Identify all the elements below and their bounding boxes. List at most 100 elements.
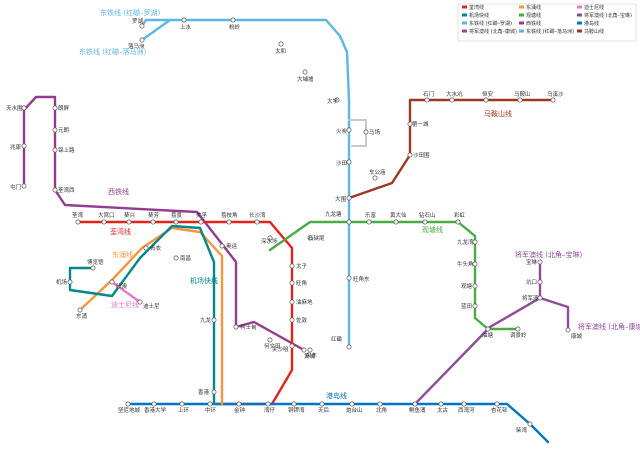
station-dot[interactable]	[211, 389, 217, 395]
station-dot[interactable]	[537, 259, 543, 265]
station-dot[interactable]	[346, 275, 352, 281]
station-label: 荃湾	[72, 211, 84, 219]
station-label: 大水坑	[446, 90, 463, 98]
station-dot[interactable]	[52, 187, 58, 193]
station-dot[interactable]	[137, 299, 143, 305]
station-dot[interactable]	[472, 239, 478, 245]
station-dot[interactable]	[90, 265, 96, 271]
station-dot[interactable]	[372, 175, 378, 181]
legend-label: 荃湾线	[469, 4, 484, 11]
station-dot[interactable]	[21, 105, 27, 111]
station-dot[interactable]	[254, 219, 260, 225]
station-dot[interactable]	[424, 97, 430, 103]
station-dot[interactable]	[233, 324, 239, 330]
station-dot[interactable]	[179, 401, 185, 407]
station-dot[interactable]	[291, 401, 297, 407]
station-dot[interactable]	[307, 235, 313, 241]
station-dot[interactable]	[139, 23, 145, 29]
station-dot[interactable]	[230, 17, 236, 23]
station-dot[interactable]	[550, 97, 556, 103]
station-dot[interactable]	[236, 401, 242, 407]
station-dot[interactable]	[77, 307, 83, 313]
station-label: 金钟	[234, 406, 246, 414]
legend-label: 东铁线 (红磡–罗湖)	[469, 20, 512, 27]
station-dot[interactable]	[377, 401, 383, 407]
station-dot[interactable]	[346, 344, 352, 350]
station-dot[interactable]	[289, 280, 295, 286]
station-dot[interactable]	[278, 41, 284, 47]
station-dot[interactable]	[139, 37, 145, 43]
station-dot[interactable]	[412, 401, 418, 407]
station-label: 美孚	[196, 211, 208, 219]
station-dot[interactable]	[565, 327, 571, 333]
station-dot[interactable]	[267, 337, 273, 343]
station-dot[interactable]	[349, 401, 355, 407]
station-label: 何文田	[264, 342, 281, 350]
station-dot[interactable]	[472, 283, 478, 289]
station-dot[interactable]	[472, 303, 478, 309]
station-dot[interactable]	[143, 245, 149, 251]
station-dot[interactable]	[438, 401, 444, 407]
station-dot[interactable]	[422, 219, 428, 225]
station-dot[interactable]	[346, 127, 352, 133]
station-dot[interactable]	[449, 97, 455, 103]
station-dot[interactable]	[515, 326, 521, 332]
station-dot[interactable]	[211, 317, 217, 323]
station-dot[interactable]	[301, 347, 307, 353]
station-dot[interactable]	[52, 127, 58, 133]
station-dot[interactable]	[267, 235, 273, 241]
station-label: 炮台山	[346, 406, 363, 414]
station-dot[interactable]	[407, 121, 413, 127]
station-dot[interactable]	[407, 152, 413, 158]
station-dot[interactable]	[173, 219, 179, 225]
station-dot[interactable]	[21, 183, 27, 189]
station-dot[interactable]	[319, 401, 325, 407]
station-dot[interactable]	[67, 279, 73, 285]
station-dot[interactable]	[302, 69, 308, 75]
station-dot[interactable]	[363, 129, 369, 135]
station-dot[interactable]	[393, 219, 399, 225]
station-dot[interactable]	[537, 295, 543, 301]
station-dot[interactable]	[109, 279, 115, 285]
station-dot[interactable]	[52, 105, 58, 111]
station-dot[interactable]	[366, 219, 372, 225]
station-label: 深水埗	[261, 237, 278, 245]
station-dot[interactable]	[517, 97, 523, 103]
station-dot[interactable]	[265, 401, 271, 407]
station-dot[interactable]	[21, 143, 27, 149]
station-dot[interactable]	[472, 261, 478, 267]
station-dot[interactable]	[461, 401, 467, 407]
station-dot[interactable]	[485, 326, 491, 332]
station-dot[interactable]	[289, 263, 295, 269]
station-dot[interactable]	[126, 219, 132, 225]
station-dot[interactable]	[346, 195, 352, 201]
station-dot[interactable]	[101, 219, 107, 225]
station-dot[interactable]	[455, 219, 461, 225]
station-dot[interactable]	[537, 279, 543, 285]
station-dot[interactable]	[334, 97, 340, 103]
station-dot[interactable]	[150, 219, 156, 225]
station-dot[interactable]	[151, 401, 157, 407]
station-dot[interactable]	[207, 401, 213, 407]
station-dot[interactable]	[219, 243, 225, 249]
station-dot[interactable]	[494, 401, 500, 407]
station-dot[interactable]	[52, 147, 58, 153]
station-label: 粉岭	[229, 23, 241, 31]
station-dot[interactable]	[173, 255, 179, 261]
station-dot[interactable]	[289, 317, 295, 323]
station-dot[interactable]	[289, 299, 295, 305]
station-dot[interactable]	[125, 401, 131, 407]
station-dot[interactable]	[527, 421, 533, 427]
station-dot[interactable]	[181, 17, 187, 23]
station-dot[interactable]	[483, 97, 489, 103]
station-dot[interactable]	[307, 347, 313, 353]
station-dot[interactable]	[346, 219, 352, 225]
station-dot[interactable]	[198, 219, 204, 225]
station-dot[interactable]	[289, 343, 295, 349]
station-dot[interactable]	[346, 159, 352, 165]
station-label: 太古	[437, 406, 449, 414]
station-label: 西湾河	[458, 406, 475, 414]
station-label: 旺角东	[353, 275, 370, 283]
station-dot[interactable]	[226, 219, 232, 225]
station-dot[interactable]	[75, 219, 81, 225]
